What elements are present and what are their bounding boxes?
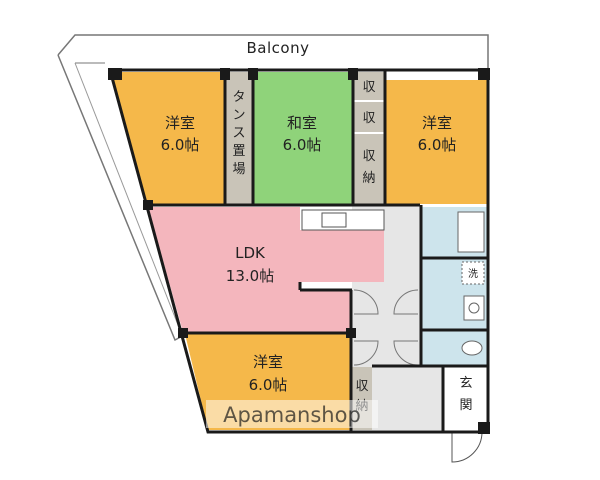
- entrance-hall: [372, 365, 442, 430]
- closet-a-label: 収: [362, 80, 375, 95]
- entrance-door-swing: [451, 431, 483, 463]
- tansu-char-4: 置: [232, 144, 245, 159]
- closet-bottom-char-1: 収: [355, 379, 368, 394]
- room-western-bottom-size: 6.0帖: [249, 376, 288, 394]
- room-western-top-right-size: 6.0帖: [418, 136, 457, 154]
- toilet: [461, 340, 483, 356]
- closet-a: [354, 72, 384, 100]
- kitchen-sink: [321, 212, 347, 228]
- closet-c-char-2: 納: [362, 171, 375, 186]
- bathtub: [457, 211, 485, 253]
- door-swing-1: [353, 289, 379, 315]
- balcony-label: Balcony: [247, 39, 310, 57]
- entrance-char-2: 関: [459, 398, 472, 413]
- watermark: Apamanshop: [206, 400, 378, 428]
- closet-c: [354, 134, 384, 204]
- watermark-text: Apamanshop: [223, 403, 361, 427]
- tansu-char-2: ン: [232, 108, 245, 123]
- room-ldk: [148, 207, 384, 332]
- washer-label: 洗: [468, 268, 478, 280]
- room-ldk-size: 13.0帖: [226, 267, 274, 285]
- room-western-bottom-name: 洋室: [253, 353, 283, 371]
- wash-basin-bowl: [468, 302, 480, 314]
- room-western-top-right-name: 洋室: [422, 114, 452, 132]
- closet-b-label: 収: [362, 111, 375, 126]
- room-ldk-name: LDK: [235, 244, 266, 262]
- room-western-top-right: [386, 80, 488, 204]
- tansu-char-1: タ: [232, 90, 245, 105]
- entrance: [444, 367, 488, 430]
- entrance-char-1: 玄: [459, 376, 472, 391]
- wall-pillars: [108, 68, 490, 434]
- closet-c-char-1: 収: [362, 149, 375, 164]
- room-japanese: [254, 72, 352, 204]
- room-western-top-left-name: 洋室: [165, 114, 195, 132]
- tansu-char-5: 場: [232, 162, 245, 177]
- tansu-char-3: ス: [232, 126, 245, 141]
- wash-basin: [463, 295, 485, 321]
- washer-space: [461, 261, 485, 285]
- closet-b: [354, 102, 384, 132]
- room-western-top-left-size: 6.0帖: [161, 136, 200, 154]
- room-japanese-name: 和室: [287, 114, 317, 132]
- tansu-storage: [226, 72, 252, 204]
- door-swing-2: [393, 289, 419, 315]
- room-japanese-size: 6.0帖: [283, 136, 322, 154]
- walls: [108, 68, 490, 434]
- door-swing-3: [353, 340, 379, 366]
